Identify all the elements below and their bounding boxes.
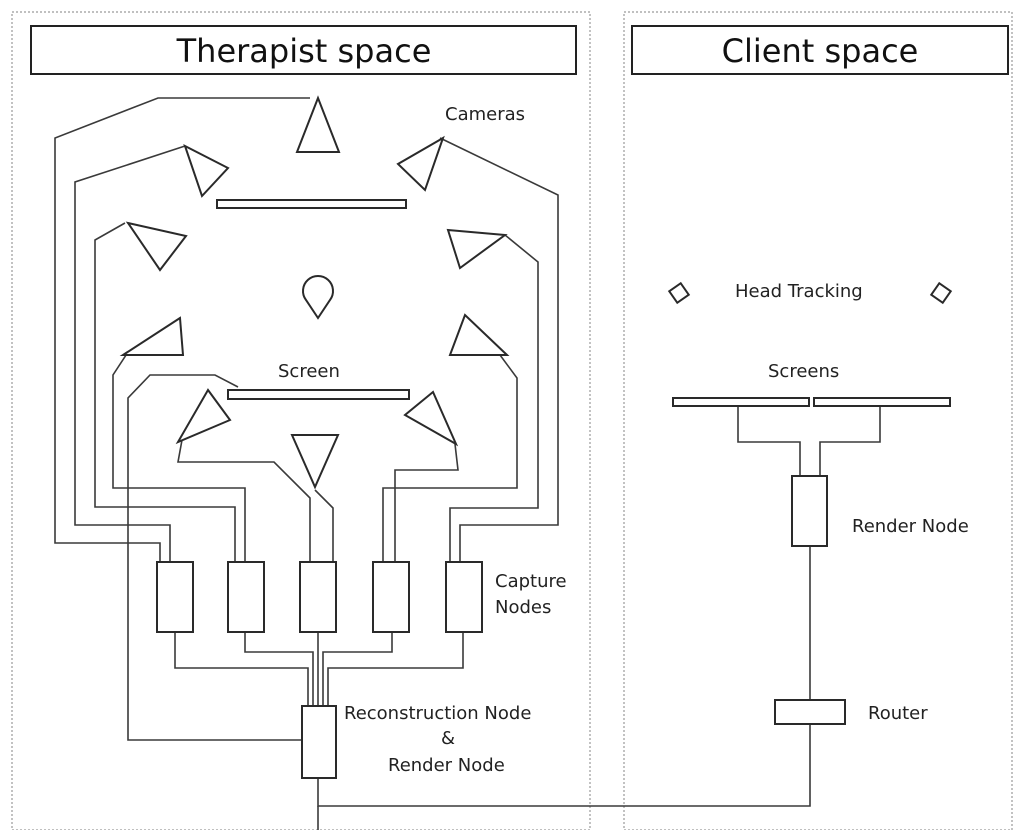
cable-camera-upper-right bbox=[439, 137, 559, 562]
reconstruction-label-line1: Reconstruction Node bbox=[344, 703, 531, 724]
camera-icon bbox=[119, 316, 185, 356]
reconstruction-label-line3: Render Node bbox=[388, 755, 505, 776]
camera-icon bbox=[183, 143, 230, 198]
render-node-label: Render Node bbox=[852, 516, 969, 537]
cable-top-camera bbox=[54, 97, 310, 562]
cable-capture-2 bbox=[244, 632, 314, 706]
camera-icon bbox=[446, 228, 508, 270]
cable-camera-inner-left bbox=[177, 439, 311, 562]
cable-capture-5 bbox=[327, 632, 464, 706]
cable-camera-lower-left bbox=[112, 351, 246, 562]
capture-node bbox=[227, 561, 265, 633]
client-space-frame bbox=[623, 11, 1013, 830]
head-tracker-left bbox=[667, 281, 691, 305]
camera-icon bbox=[448, 313, 510, 356]
client-screen-left bbox=[672, 397, 810, 407]
client-space-title: Client space bbox=[722, 32, 919, 70]
person-icon bbox=[302, 275, 334, 320]
therapist-screen bbox=[227, 389, 410, 400]
cable-camera-mid-left bbox=[94, 222, 236, 562]
capture-node bbox=[445, 561, 483, 633]
cable-capture-1 bbox=[174, 632, 309, 706]
therapist-space-title: Therapist space bbox=[176, 32, 432, 70]
screen-label: Screen bbox=[278, 361, 340, 382]
cable-camera-bottom bbox=[314, 489, 334, 562]
client-screen-right bbox=[813, 397, 951, 407]
router-label: Router bbox=[868, 703, 928, 724]
cable-capture-4 bbox=[322, 632, 393, 706]
cable-camera-lower-right bbox=[382, 354, 518, 562]
cable-reconstruction-to-router bbox=[317, 724, 811, 807]
capture-node bbox=[299, 561, 337, 633]
camera-icon bbox=[175, 388, 232, 445]
capture-nodes-label-line2: Nodes bbox=[495, 597, 551, 618]
cable-camera-mid-right bbox=[449, 234, 539, 562]
head-tracker-right bbox=[929, 281, 953, 305]
cable-render-to-screens bbox=[737, 406, 801, 476]
cameras-label: Cameras bbox=[445, 104, 525, 125]
top-bar bbox=[216, 199, 407, 209]
camera-icon bbox=[396, 135, 445, 192]
reconstruction-node bbox=[301, 705, 337, 779]
camera-icon bbox=[295, 95, 341, 153]
router bbox=[774, 699, 846, 725]
therapist-title-box bbox=[30, 25, 577, 75]
camera-icon bbox=[125, 221, 188, 272]
cable-camera-upper-left bbox=[74, 145, 186, 562]
cable-render-to-screens-right bbox=[819, 406, 881, 476]
client-title-box bbox=[631, 25, 1009, 75]
reconstruction-label-line2: & bbox=[441, 728, 455, 749]
head-tracking-label: Head Tracking bbox=[735, 281, 863, 302]
capture-node bbox=[372, 561, 410, 633]
cable-screen-to-reconstruction bbox=[127, 374, 302, 741]
capture-node bbox=[156, 561, 194, 633]
client-render-node bbox=[791, 475, 828, 547]
capture-nodes-label-line1: Capture bbox=[495, 571, 567, 592]
therapist-space-frame bbox=[11, 11, 591, 830]
camera-icon bbox=[290, 434, 340, 490]
camera-icon bbox=[403, 390, 459, 447]
cable-camera-inner-right bbox=[394, 443, 459, 562]
screens-label: Screens bbox=[768, 361, 839, 382]
